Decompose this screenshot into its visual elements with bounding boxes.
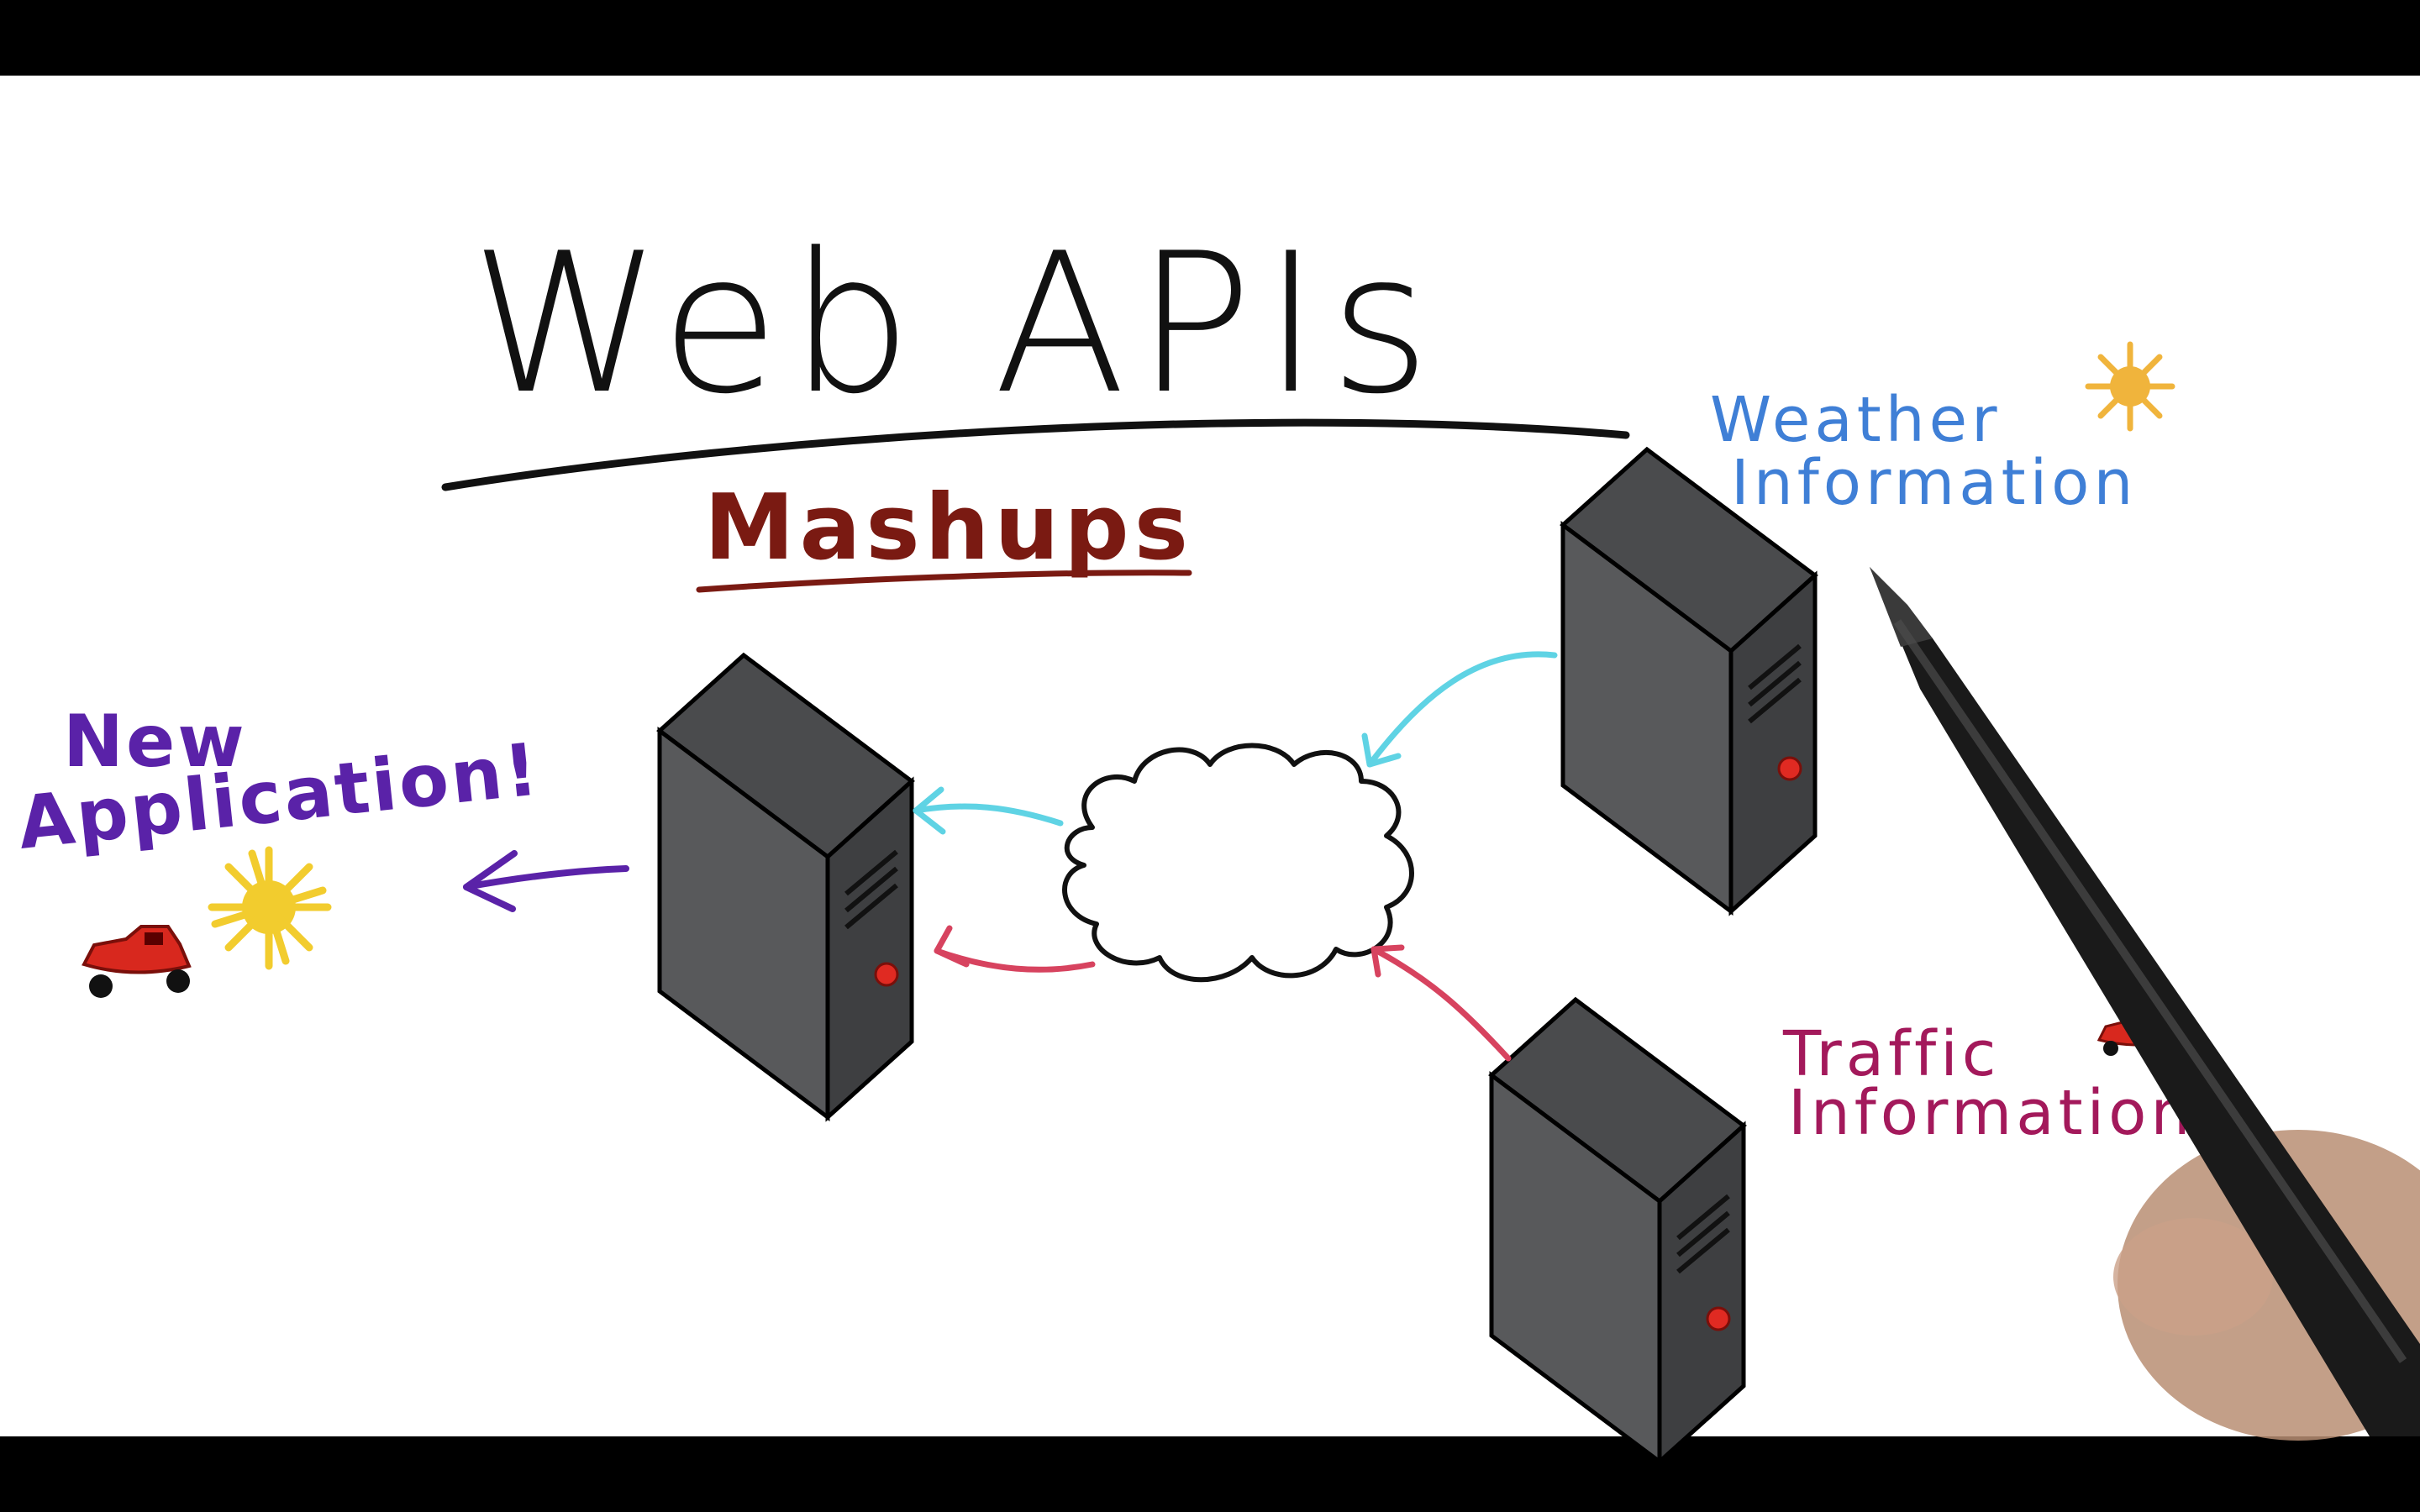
traffic-line-1: Traffic (1782, 1018, 2000, 1090)
weather-sun-icon (2085, 341, 2175, 432)
cloud-to-server-weather-arrow (913, 786, 1064, 835)
weather-line-2: Information (1731, 447, 2137, 519)
diagram-title: Web APIs (471, 213, 1440, 437)
whiteboard (0, 76, 2420, 1436)
cloud-to-server-traffic-arrow (934, 925, 1096, 973)
new-application-line-1: New (63, 700, 247, 784)
output-arrow (463, 850, 629, 912)
weather-line-1: Weather (1710, 384, 2002, 456)
presenter-pen-icon (1870, 567, 2420, 1441)
sun-icon (208, 846, 332, 970)
internet-cloud-icon (1062, 743, 1414, 983)
diagram-subtitle: Mashups (704, 475, 1193, 580)
top-letterbox-bar (0, 0, 2420, 76)
weather-to-cloud-arrow (1361, 651, 1558, 768)
weather-information-label: Weather Information (1710, 384, 2137, 519)
car-icon (82, 925, 192, 998)
bottom-letterbox-bar (0, 1436, 2420, 1512)
title-underline (441, 418, 1630, 491)
traffic-to-cloud-arrow (1370, 944, 1512, 1062)
subtitle-underline (696, 570, 1192, 593)
traffic-line-2: Information (1788, 1077, 2194, 1149)
traffic-information-label: Traffic Information (1782, 1018, 2194, 1149)
